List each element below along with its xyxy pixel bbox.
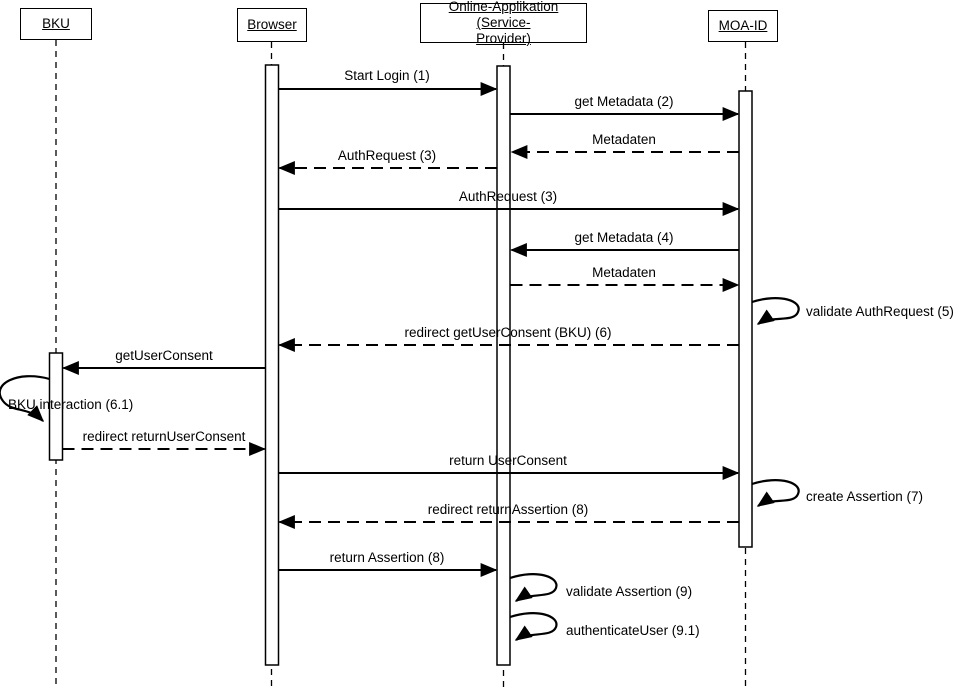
message-label-start-login: Start Login (1) [344,68,430,83]
message-label-validate-assertion: validate Assertion (9) [566,584,693,599]
message-label-metadaten-2: Metadaten [592,265,656,280]
message-label-redirect-getuserconsent: redirect getUserConsent (BKU) (6) [404,325,612,340]
activation-bar-service-provider [496,65,511,666]
message-label-getuserconsent: getUserConsent [115,348,213,363]
message-label-return-assertion: return Assertion (8) [329,550,445,565]
self-loop-bku-interaction [0,375,50,422]
self-loop-create-assertion [751,479,800,507]
message-label-authenticateuser: authenticateUser (9.1) [566,623,700,638]
message-label-get-metadata-4: get Metadata (4) [574,230,674,245]
message-label-authrequest-forward: AuthRequest (3) [458,189,558,204]
message-label-redirect-returnuserconsent: redirect returnUserConsent [82,429,246,444]
message-label-get-metadata-2: get Metadata (2) [574,94,674,109]
message-label-authrequest-redirect: AuthRequest (3) [337,148,437,163]
actor-service-provider: Online-Applikation (Service- Provider) [420,0,587,46]
self-loop-validate-assertion [509,573,558,602]
actor-bku-label: BKU [42,16,70,31]
message-label-metadaten-1: Metadaten [592,132,656,147]
self-loop-validate-authrequest [751,297,800,325]
message-label-return-userconsent: return UserConsent [449,453,567,468]
actor-browser: Browser [237,8,307,42]
actor-service-provider-label: Online-Applikation (Service- Provider) [448,0,559,46]
actor-browser-label: Browser [247,17,297,32]
message-label-redirect-returnassertion: redirect returnAssertion (8) [427,502,589,517]
actor-moa-id: MOA-ID [708,10,778,42]
actor-bku: BKU [20,8,92,40]
message-label-bku-interaction: BKU interaction (6.1) [8,397,134,412]
activation-bar-browser [264,64,280,666]
message-label-create-assertion: create Assertion (7) [806,489,924,504]
actor-moa-id-label: MOA-ID [718,18,768,33]
self-loop-authenticateuser [509,612,558,641]
message-label-validate-authrequest: validate AuthRequest (5) [806,304,954,319]
activation-bar-bku [48,352,64,461]
activation-bar-moa-id [738,90,753,548]
